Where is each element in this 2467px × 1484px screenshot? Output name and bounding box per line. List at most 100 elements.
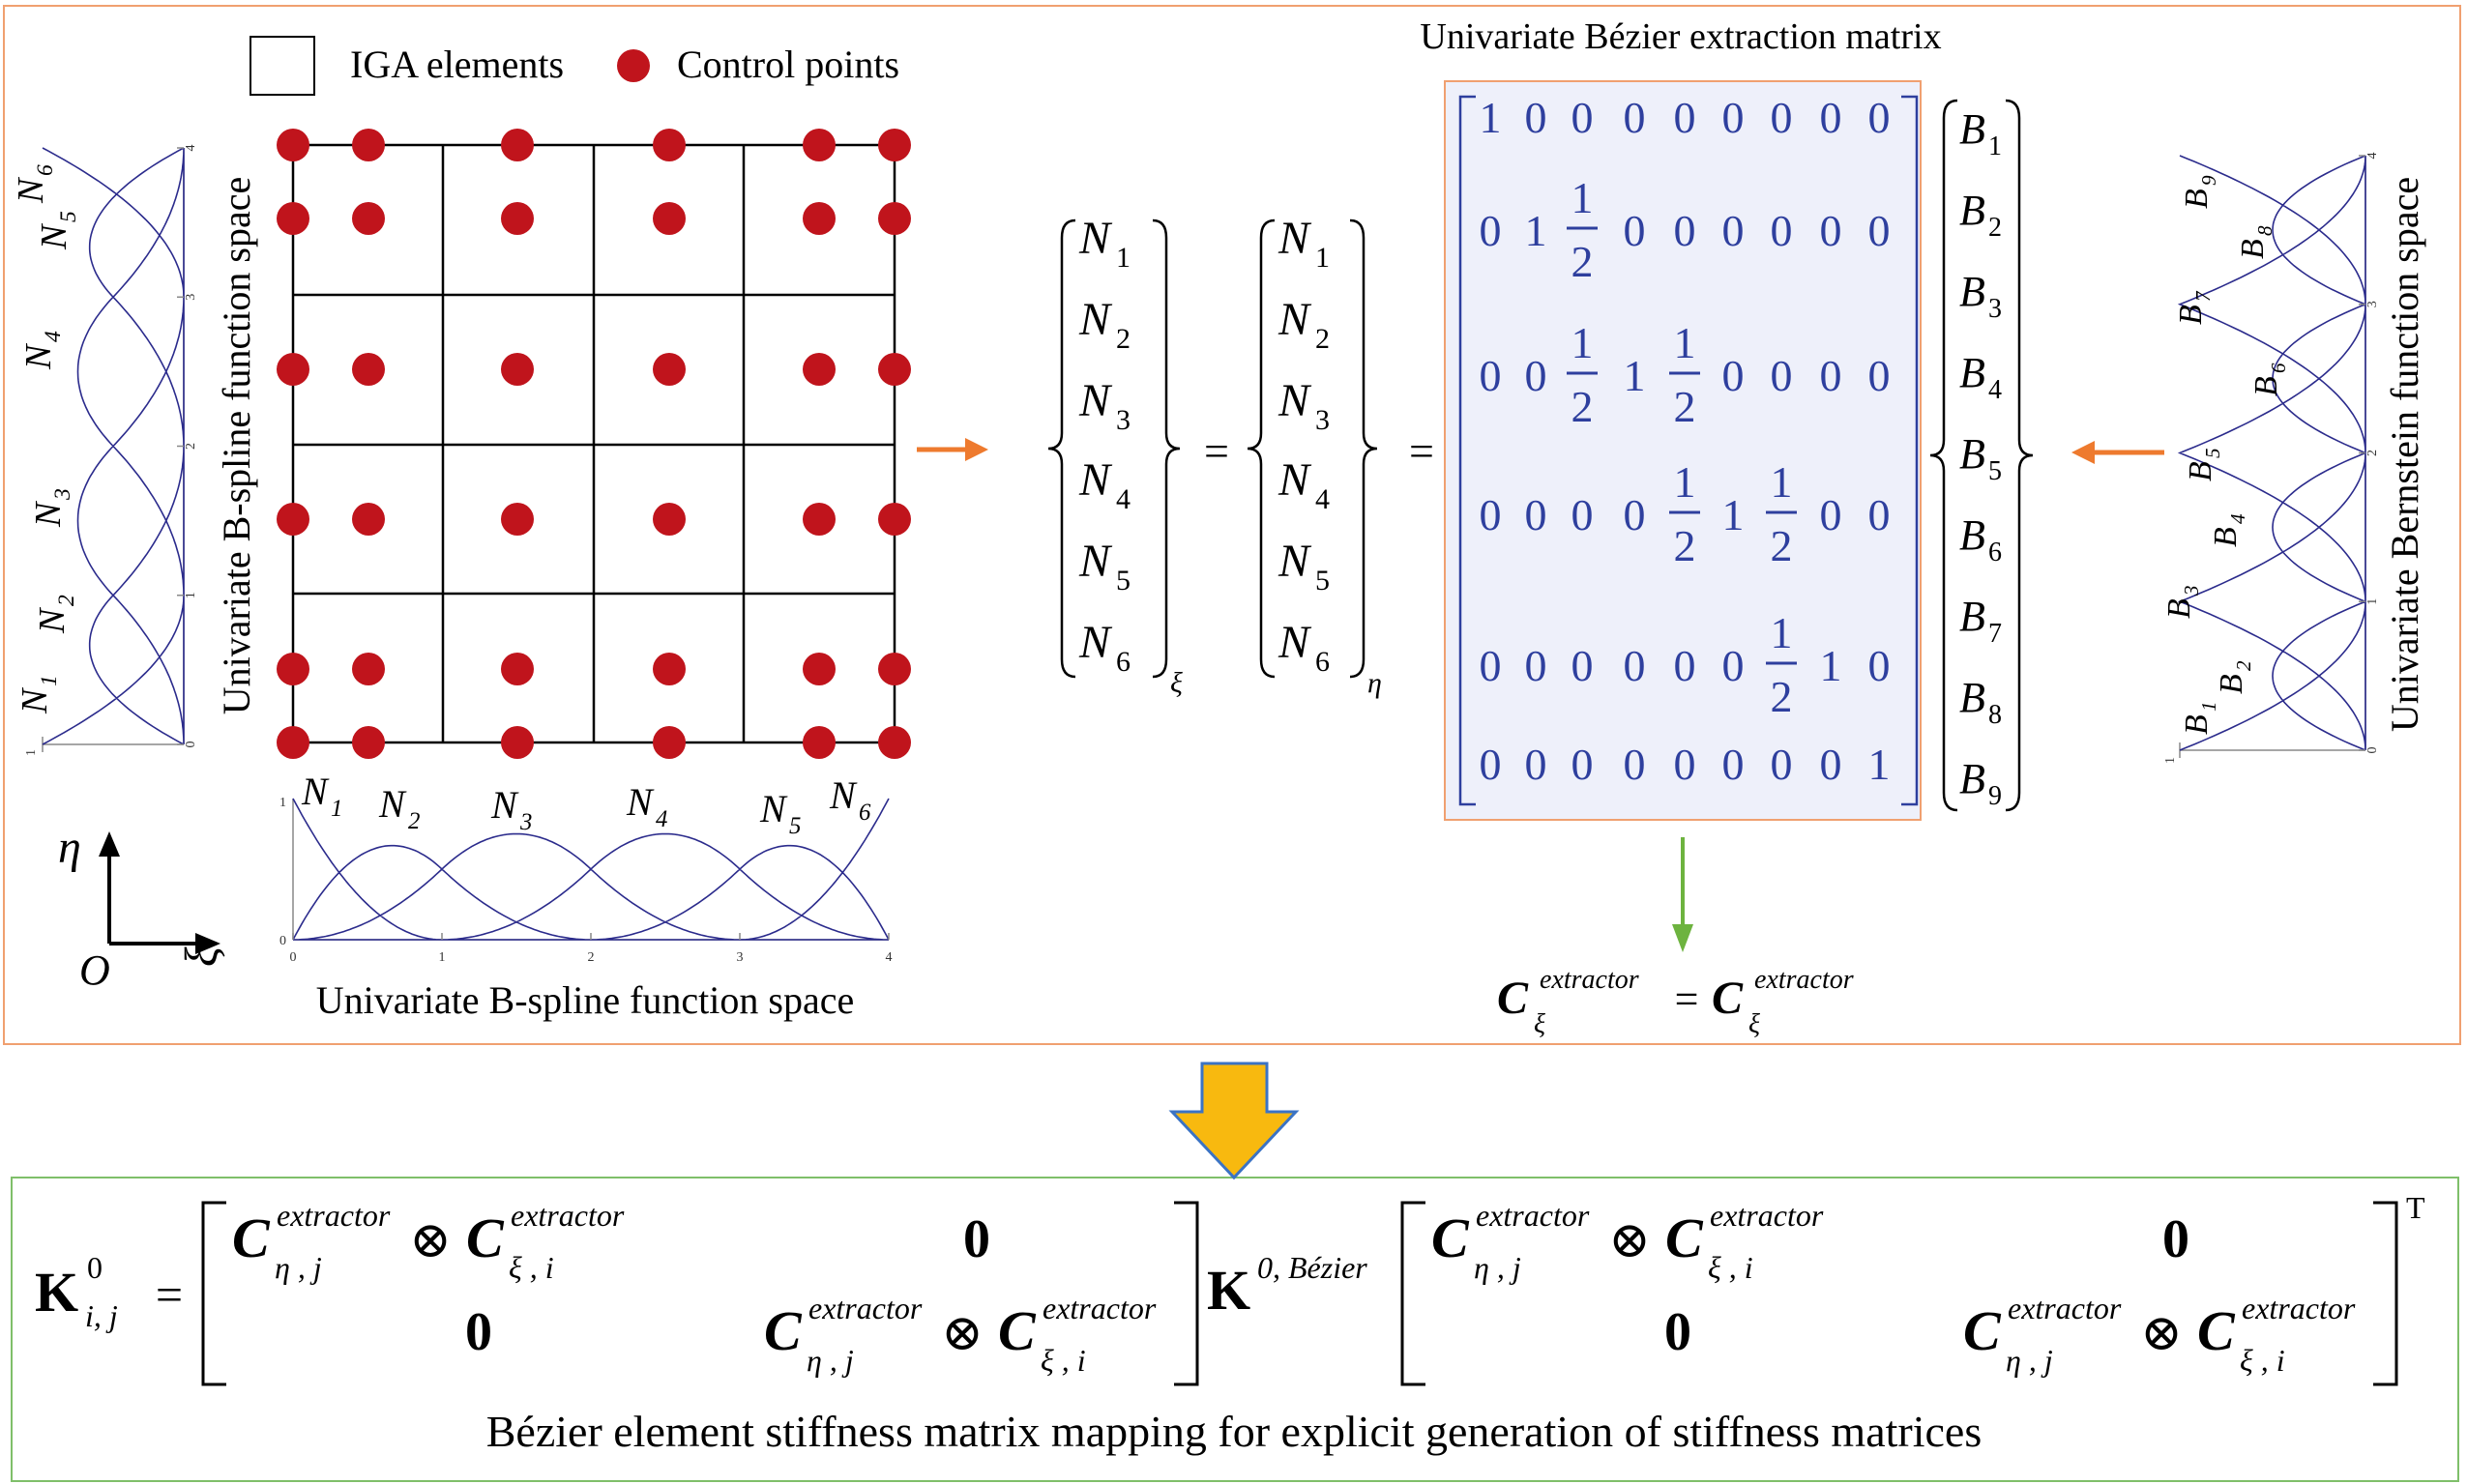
bottom-curve-label-subscript: 6 bbox=[859, 800, 871, 826]
bottom-plot-tick-label: 2 bbox=[588, 950, 595, 965]
control-point bbox=[277, 129, 309, 161]
control-point-legend-label: Control points bbox=[677, 43, 899, 86]
left-plot-axis-title: Univariate B-spline function space bbox=[215, 177, 258, 714]
control-point bbox=[878, 503, 911, 536]
matrix-right-bracket bbox=[1901, 95, 1919, 806]
matrix-entry: 0 bbox=[1674, 93, 1696, 142]
right-curve-label: B bbox=[2179, 189, 2215, 209]
n-entry-subscript: 5 bbox=[1116, 565, 1131, 597]
matrix-entry: 0 bbox=[1624, 93, 1646, 142]
control-point bbox=[653, 129, 686, 161]
bottom-plot-y-tick-bottom: 0 bbox=[279, 934, 286, 948]
c-extractor-equation: C extractor ξ = C extractor ξ bbox=[1497, 965, 1854, 1039]
control-point bbox=[653, 653, 686, 685]
coordinate-axes-glyph: η O ξ bbox=[58, 822, 227, 994]
control-point bbox=[878, 353, 911, 386]
control-point bbox=[803, 202, 836, 235]
c-extractor-subscript: ξ , i bbox=[2240, 1343, 2285, 1378]
matrix-entry: 0 bbox=[1674, 740, 1696, 789]
left-curve-label: N bbox=[28, 500, 69, 528]
left-plot-tick-label: 1 bbox=[184, 592, 198, 598]
right-curve-label: B bbox=[2179, 714, 2215, 735]
matrix-entry: 0 bbox=[1820, 93, 1842, 142]
b-entry-subscript: 2 bbox=[1988, 213, 2002, 243]
c-extractor-symbol: C bbox=[466, 1207, 505, 1269]
zero-block: 0 bbox=[2162, 1209, 2189, 1269]
zero-block: 0 bbox=[963, 1209, 990, 1269]
k-superscript: 0 bbox=[87, 1250, 103, 1285]
n-entry-subscript: 5 bbox=[1315, 565, 1330, 597]
right-curve-label-subscript: 4 bbox=[2226, 513, 2249, 524]
right-plot-axis-title: Univariate Bernstein function space bbox=[2383, 177, 2426, 732]
n-entry-subscript: 4 bbox=[1315, 483, 1330, 515]
matrix-entry: 0 bbox=[1624, 206, 1646, 255]
c-extractor-subscript: η , j bbox=[807, 1343, 854, 1378]
left-curve-label-subscript: 3 bbox=[50, 488, 75, 501]
right-curve-label: B bbox=[2161, 598, 2197, 619]
matrix-entry: 0 bbox=[1820, 351, 1842, 400]
matrix-entry: 0 bbox=[1722, 351, 1745, 400]
n-entry-xi: N bbox=[1078, 454, 1113, 506]
control-point bbox=[653, 726, 686, 759]
c-extractor-superscript: extractor bbox=[1043, 1291, 1157, 1325]
control-point bbox=[803, 129, 836, 161]
bottom-plot-tick-label: 0 bbox=[290, 950, 297, 965]
right-plot-tick-label: 4 bbox=[2365, 153, 2380, 160]
b-entry: B bbox=[1959, 511, 1985, 559]
c-extractor-symbol: C bbox=[1431, 1207, 1470, 1269]
bottom-plot-tick-label: 1 bbox=[439, 950, 446, 965]
vector-left-brace bbox=[1047, 218, 1076, 679]
left-curve-label-subscript: 4 bbox=[41, 331, 66, 342]
matrix-fraction-denominator: 2 bbox=[1571, 237, 1594, 286]
vector-left-brace bbox=[1247, 218, 1276, 679]
left-plot-tick-label: 0 bbox=[184, 742, 198, 748]
vector-right-brace bbox=[1349, 218, 1378, 679]
matrix-entry: 0 bbox=[1480, 740, 1502, 789]
green-arrow-down bbox=[1672, 837, 1693, 952]
control-point bbox=[352, 202, 385, 235]
orange-arrow-left bbox=[2071, 441, 2164, 464]
b-entry: B bbox=[1959, 674, 1985, 721]
matrix-entry: 0 bbox=[1571, 93, 1594, 142]
matrix-fraction-numerator: 1 bbox=[1571, 318, 1594, 367]
matrix-entry: 0 bbox=[1525, 641, 1547, 690]
n-entry-subscript: 2 bbox=[1315, 323, 1330, 355]
control-point bbox=[352, 129, 385, 161]
iga-element-grid bbox=[291, 143, 896, 744]
matrix-entry: 0 bbox=[1722, 740, 1745, 789]
control-point bbox=[653, 503, 686, 536]
b-entry: B bbox=[1959, 593, 1985, 640]
left-curve-label: N bbox=[32, 606, 73, 634]
c-superscript: extractor bbox=[1540, 965, 1639, 995]
n-entry-eta: N bbox=[1278, 536, 1312, 587]
matrix-entry: 0 bbox=[1571, 641, 1594, 690]
control-point bbox=[803, 503, 836, 536]
xi-label: ξ bbox=[176, 946, 227, 967]
n-entry-subscript: 6 bbox=[1116, 646, 1131, 678]
block-left-bracket bbox=[201, 1201, 226, 1386]
extraction-matrix-title: Univariate Bézier extraction matrix bbox=[1420, 16, 1941, 57]
n-entry-xi: N bbox=[1078, 375, 1113, 426]
equals-sign: = bbox=[1204, 426, 1229, 476]
bottom-curve-label-subscript: 5 bbox=[789, 813, 801, 839]
b-entry: B bbox=[1959, 105, 1985, 153]
right-curve-label-subscript: 2 bbox=[2232, 660, 2255, 671]
left-curve-label-subscript: 2 bbox=[54, 595, 79, 606]
matrix-entry: 0 bbox=[1868, 351, 1891, 400]
otimes-symbol: ⊗ bbox=[2140, 1306, 2183, 1361]
control-point bbox=[803, 653, 836, 685]
eta-arrowhead bbox=[99, 831, 120, 857]
matrix-entry: 0 bbox=[1624, 740, 1646, 789]
left-curve-label: N bbox=[11, 176, 51, 204]
matrix-entry: 0 bbox=[1624, 490, 1646, 539]
otimes-symbol: ⊗ bbox=[941, 1306, 984, 1361]
matrix-entry: 0 bbox=[1771, 740, 1793, 789]
matrix-entry: 0 bbox=[1722, 206, 1745, 255]
n-entry-subscript: 4 bbox=[1116, 483, 1131, 515]
matrix-entry: 0 bbox=[1480, 641, 1502, 690]
